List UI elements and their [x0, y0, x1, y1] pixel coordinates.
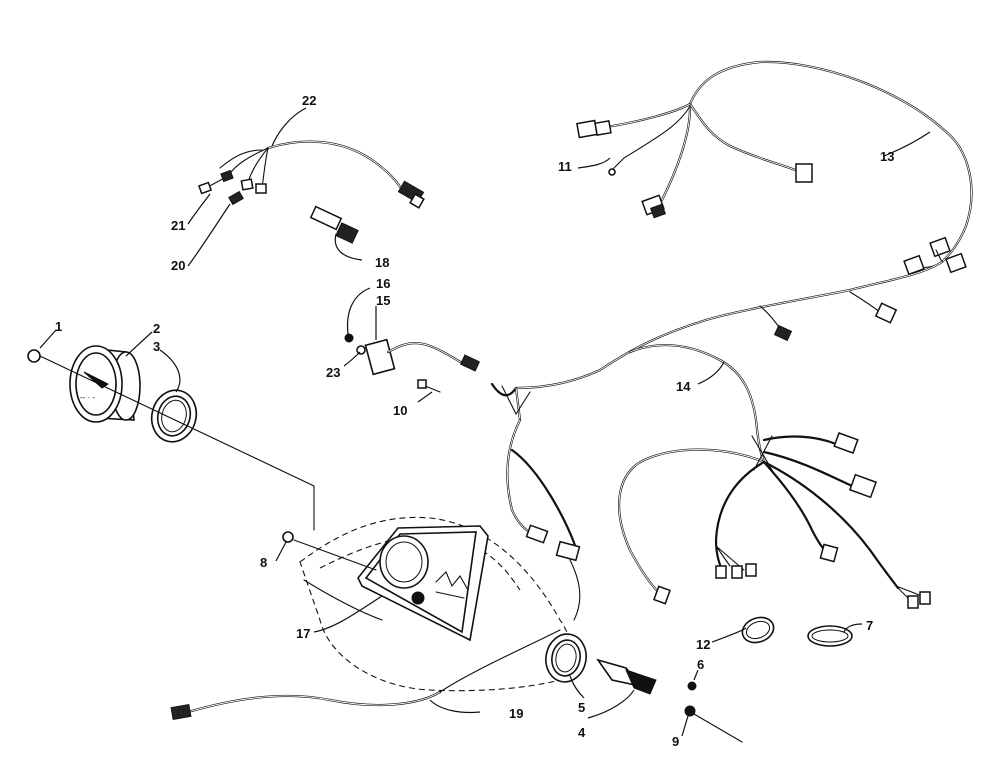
svg-text:-- · -: -- · - [80, 393, 95, 402]
callout-5: 5 [578, 700, 585, 715]
callout-15: 15 [376, 293, 390, 308]
callout-23: 23 [326, 365, 340, 380]
callout-9: 9 [672, 734, 679, 749]
leader-lines [39, 107, 931, 737]
harness-13 [490, 60, 973, 621]
callout-12: 12 [696, 637, 710, 652]
harness-22 [197, 140, 425, 209]
bracket-assembly [344, 333, 481, 393]
callout-11: 11 [558, 159, 572, 174]
callout-7: 7 [866, 618, 873, 633]
switch-assembly [545, 633, 743, 743]
callout-3: 3 [153, 339, 160, 354]
callout-17: 17 [296, 626, 310, 641]
gauge-2: -- · - [27, 345, 315, 531]
callout-8: 8 [260, 555, 267, 570]
harness-14 [618, 343, 931, 609]
callout-4: 4 [578, 725, 586, 740]
callout-labels: 1 2 3 4 5 6 7 8 9 10 11 12 13 14 15 16 1… [55, 93, 894, 749]
callout-21: 21 [171, 218, 185, 233]
callout-20: 20 [171, 258, 185, 273]
callout-14: 14 [676, 379, 691, 394]
callout-16: 16 [376, 276, 390, 291]
callout-6: 6 [697, 657, 704, 672]
connector-18 [309, 205, 359, 244]
wire-19 [170, 629, 561, 721]
callout-10: 10 [393, 403, 407, 418]
clamps [741, 616, 853, 647]
callout-18: 18 [375, 255, 389, 270]
console-17 [282, 516, 576, 692]
callout-13: 13 [880, 149, 894, 164]
callout-19: 19 [509, 706, 523, 721]
callout-1: 1 [55, 319, 62, 334]
callout-2: 2 [153, 321, 160, 336]
callout-22: 22 [302, 93, 316, 108]
